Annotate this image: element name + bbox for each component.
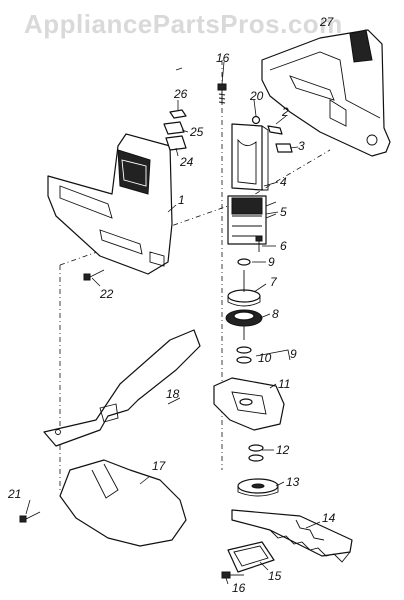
part-9-washer-upper — [237, 258, 251, 266]
callout-4: 4 — [280, 175, 287, 189]
callout-18: 18 — [166, 387, 180, 401]
callout-26: 26 — [173, 87, 188, 101]
callout-27: 27 — [319, 15, 335, 29]
part-4-motor-bracket — [231, 123, 269, 191]
part-10-washer — [236, 346, 252, 364]
part-15-blade-cover — [227, 541, 275, 573]
callout-20: 20 — [249, 89, 264, 103]
part-11-gear-case — [213, 377, 285, 431]
part-17-lower-guard — [59, 459, 187, 547]
part-21-screw — [19, 511, 41, 523]
part-16-screw-bottom — [221, 571, 244, 579]
part-20-washer — [251, 115, 261, 125]
callout-labels: 1 2 3 4 5 6 7 8 9 9 10 11 12 13 14 15 16… — [7, 15, 336, 595]
callout-15: 15 — [268, 569, 282, 583]
callout-16-top: 16 — [216, 51, 230, 65]
callout-24: 24 — [179, 155, 194, 169]
part-1-housing-half — [47, 133, 173, 275]
watermark-text: AppliancePartsPros.com — [24, 9, 343, 39]
callout-11: 11 — [278, 377, 290, 391]
callout-1: 1 — [178, 193, 185, 207]
part-13-crank-gear — [237, 478, 279, 497]
part-12-washers — [248, 444, 264, 462]
part-8-drive-gear — [225, 309, 263, 340]
part-26-button — [169, 109, 187, 119]
rear-alignment-line — [244, 149, 331, 201]
part-16-screw-top — [217, 83, 227, 104]
part-22-screw — [83, 269, 105, 281]
part-24-switch-base — [165, 135, 187, 151]
part-2-spring — [267, 125, 283, 135]
callout-16-bottom: 16 — [232, 581, 246, 595]
part-25-switch — [163, 121, 185, 135]
part-3-brush — [275, 143, 293, 153]
callout-22: 22 — [99, 287, 114, 301]
callout-9-lower: 9 — [290, 347, 297, 361]
part-18-handle-guard — [43, 329, 201, 447]
callout-21: 21 — [7, 487, 21, 501]
part-5-motor — [227, 195, 277, 245]
callout-6: 6 — [280, 239, 287, 253]
callout-17: 17 — [152, 459, 167, 473]
callout-5: 5 — [280, 205, 287, 219]
leader-lines — [25, 61, 321, 585]
callout-10: 10 — [258, 351, 272, 365]
callout-13: 13 — [286, 475, 300, 489]
callout-14: 14 — [322, 511, 336, 525]
part-6-screw — [255, 235, 263, 252]
callout-3: 3 — [298, 139, 305, 153]
part-7-gear — [227, 270, 261, 307]
callout-8: 8 — [272, 307, 279, 321]
callout-25: 25 — [189, 125, 204, 139]
callout-9-upper: 9 — [268, 255, 275, 269]
part-14-blade — [231, 509, 353, 563]
callout-12: 12 — [276, 443, 290, 457]
callout-7: 7 — [270, 275, 278, 289]
part-27-housing-half — [261, 29, 391, 157]
callout-2: 2 — [281, 105, 289, 119]
